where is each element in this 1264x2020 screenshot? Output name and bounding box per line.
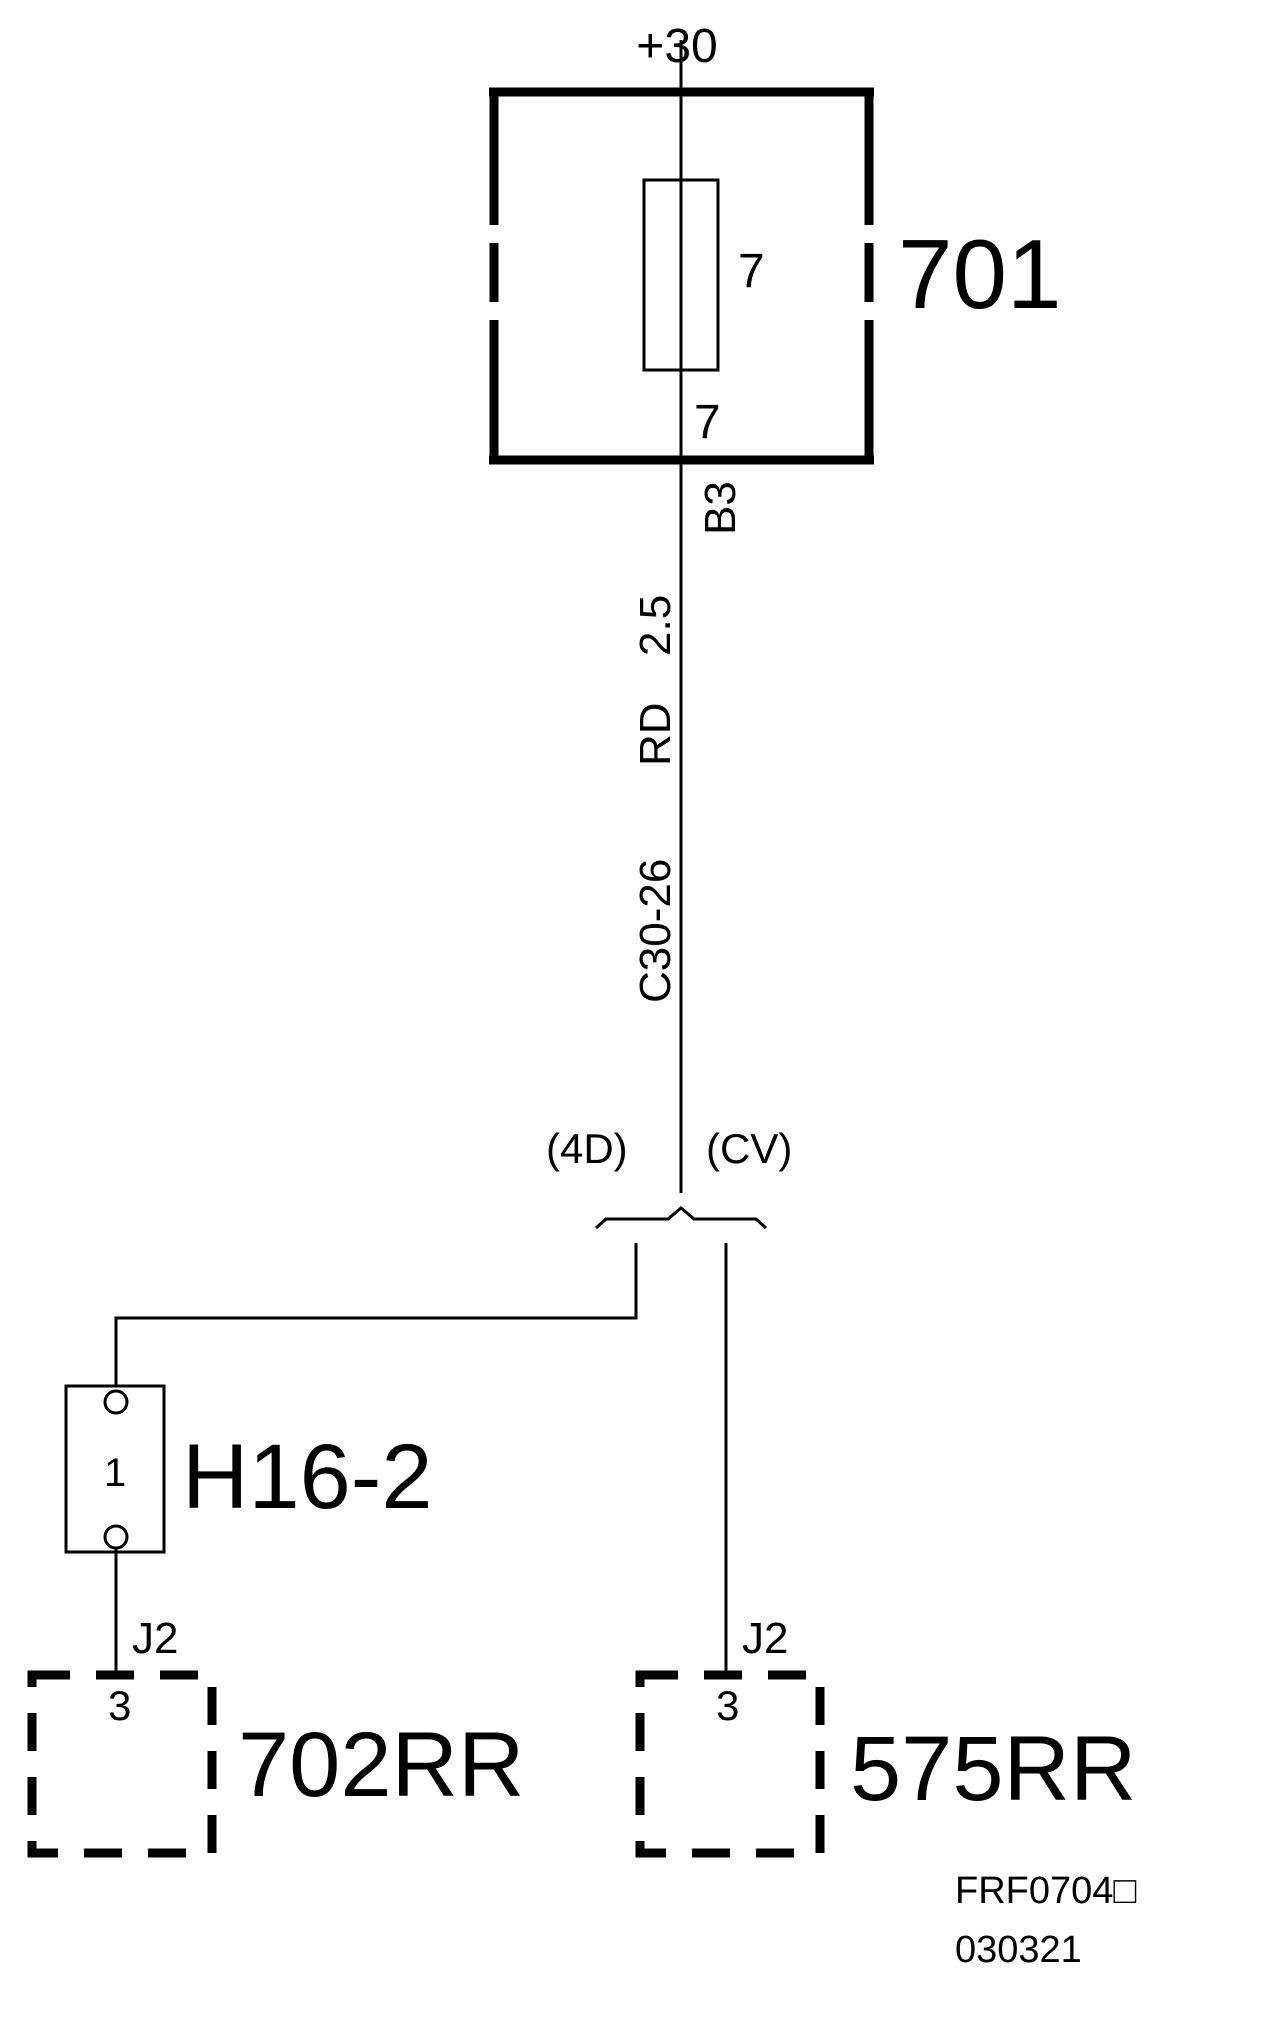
fuse-box-id: 701 (898, 219, 1062, 329)
variant-left-label: (4D) (546, 1125, 628, 1172)
variant-brace (594, 1206, 768, 1230)
connector-575rr-outline (635, 1670, 825, 1858)
variant-right-label: (CV) (706, 1125, 792, 1172)
wire-circuit: C30-26 (631, 859, 680, 1003)
connector-575rr-pin: 3 (716, 1682, 739, 1729)
splice-terminal-bottom (103, 1524, 129, 1550)
fuse-terminal: B3 (696, 481, 745, 535)
drawing-ref-code: FRF0704□ (955, 1870, 1136, 1912)
wire-gauge: 2.5 (631, 595, 680, 656)
connector-702rr-pin: 3 (108, 1682, 131, 1729)
connector-575rr-id: 575RR (850, 1718, 1136, 1820)
branch-wire-left (114, 1243, 638, 1387)
connector-702rr-plug: J2 (132, 1614, 178, 1663)
connector-702rr: J2 3 702RR (27, 1614, 524, 1858)
drawing-ref-date: 030321 (955, 1929, 1082, 1971)
fuse-number: 7 (738, 245, 765, 298)
connector-702rr-id: 702RR (238, 1714, 524, 1816)
splice-terminal-top (103, 1389, 129, 1415)
splice-pin: 1 (104, 1451, 126, 1495)
splice-id: H16-2 (182, 1426, 433, 1528)
wire-color: RD (631, 702, 680, 766)
connector-702rr-outline (27, 1670, 217, 1858)
fuse-pin: 7 (694, 396, 721, 449)
connector-575rr: J2 3 575RR (635, 1614, 1136, 1858)
supply-label: +30 (636, 20, 717, 73)
connector-575rr-plug: J2 (742, 1614, 788, 1663)
